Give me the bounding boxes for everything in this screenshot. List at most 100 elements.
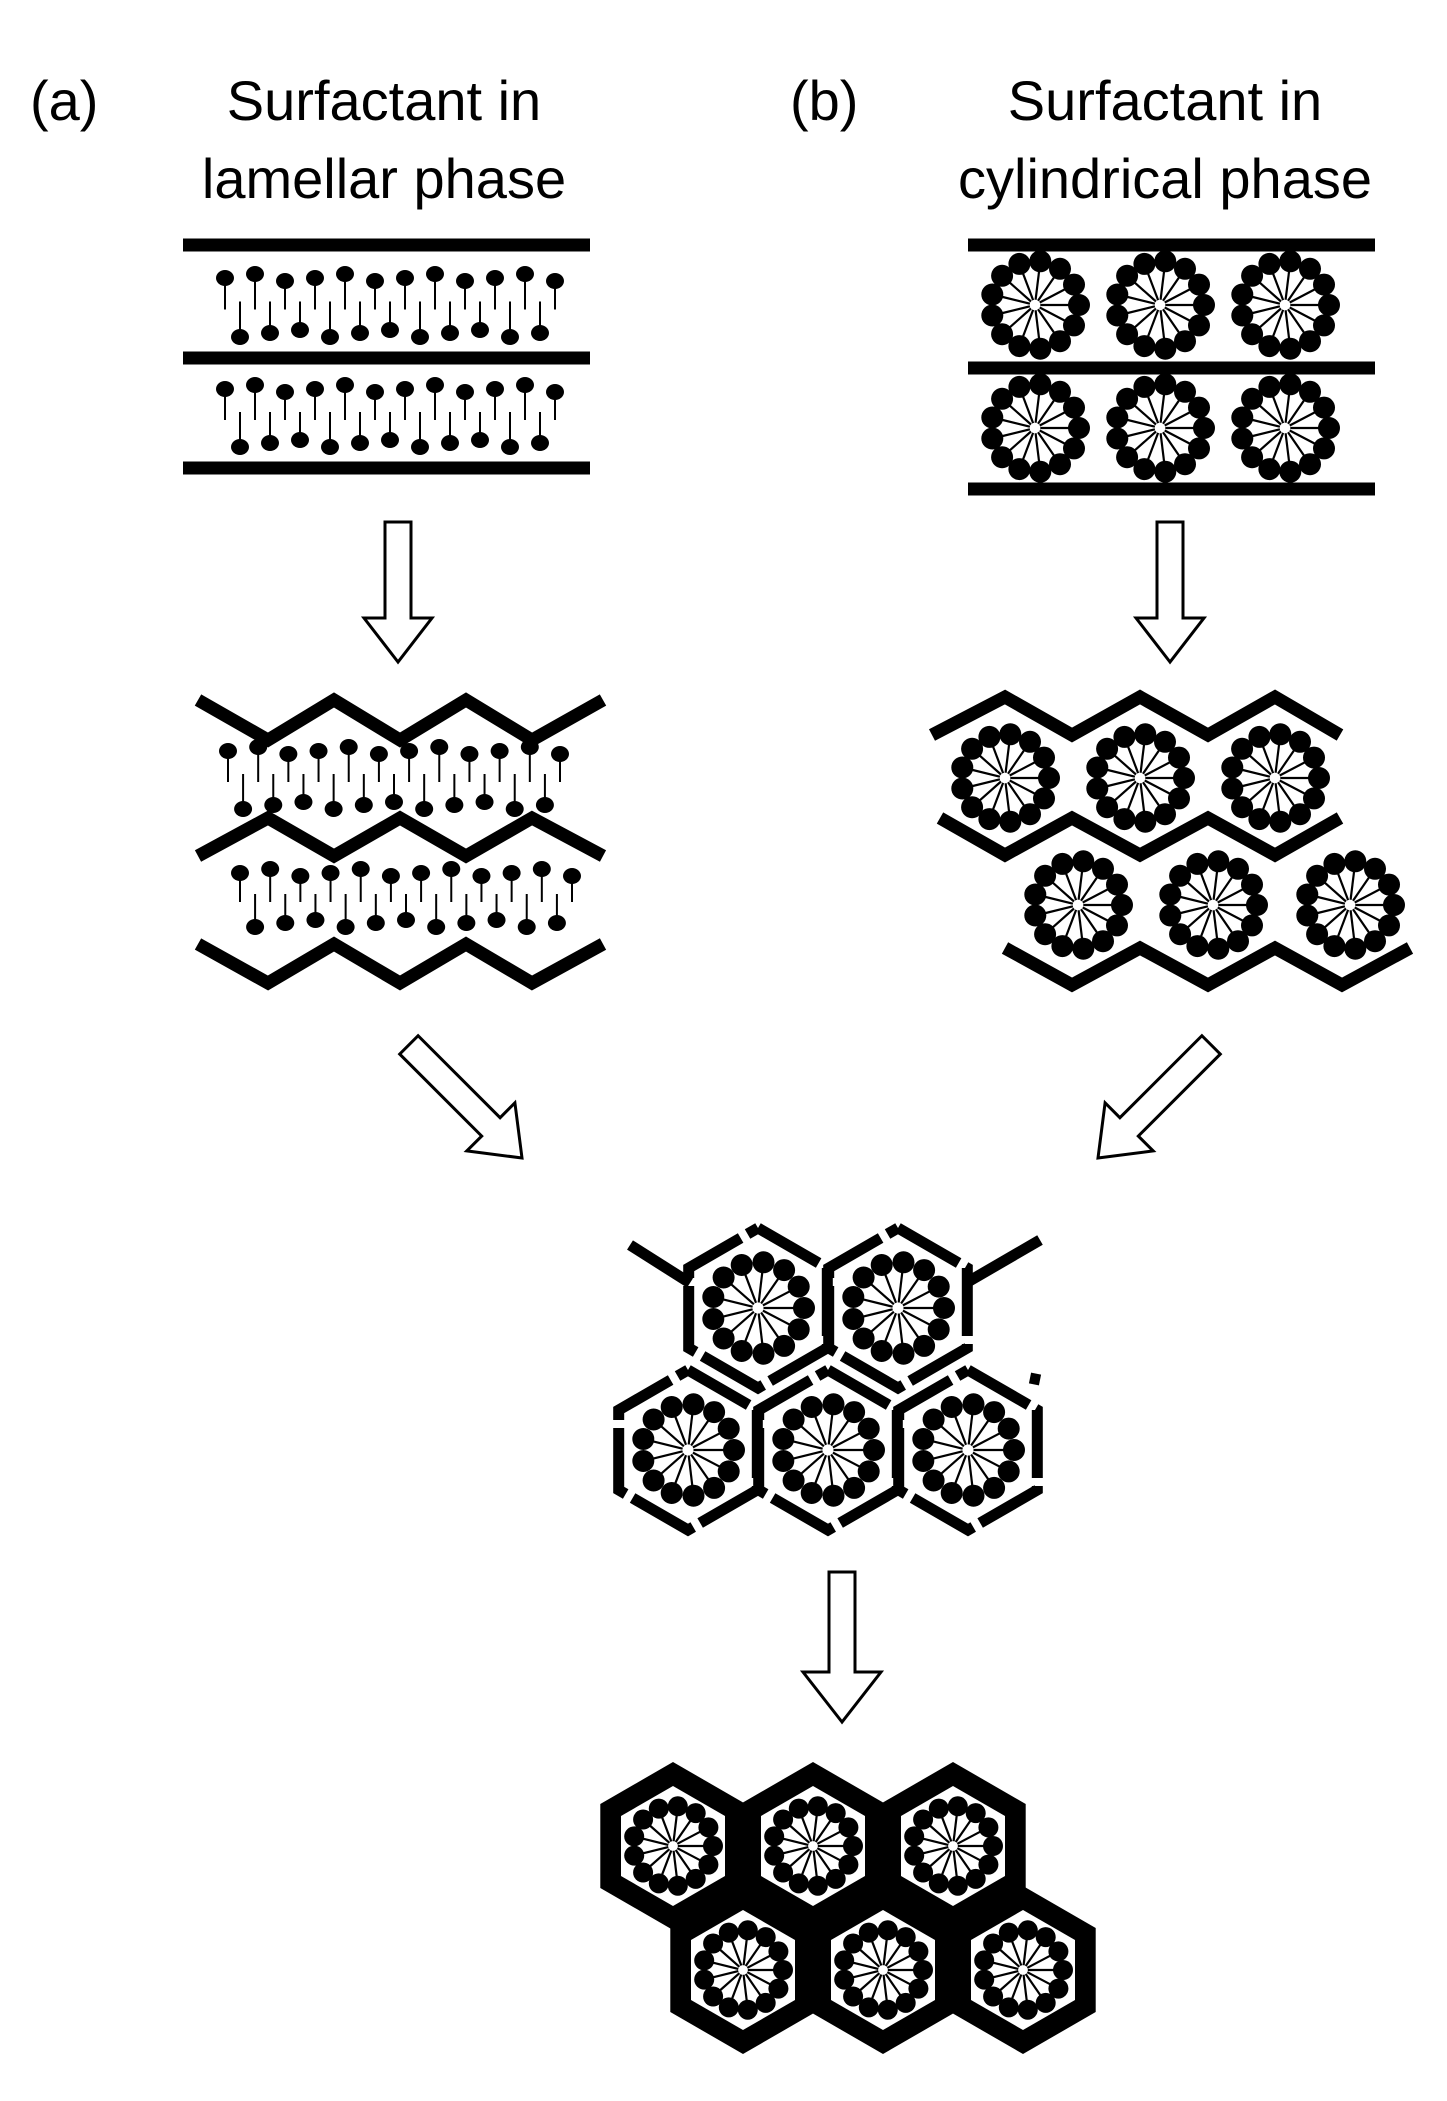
cylindrical-phase-stack bbox=[968, 238, 1375, 496]
surfactant-tail bbox=[744, 1941, 764, 1967]
surfactant-tail bbox=[727, 1310, 755, 1335]
surfactant-tail bbox=[832, 1451, 864, 1470]
surfactant-tail bbox=[1260, 742, 1275, 774]
surfactant-head bbox=[551, 746, 569, 762]
surfactant-tail bbox=[1279, 779, 1309, 797]
surfactant-tail bbox=[1335, 909, 1350, 941]
surfactant-head bbox=[933, 1297, 955, 1319]
surfactant-head bbox=[981, 427, 1004, 450]
surfactant-tail bbox=[884, 1941, 904, 1967]
surfactant-head bbox=[1193, 417, 1215, 439]
silica-zigzag-layer bbox=[194, 936, 607, 991]
surfactant-head bbox=[999, 723, 1022, 746]
surfactant-tail bbox=[687, 1410, 694, 1445]
surfactant-head bbox=[1313, 396, 1335, 419]
surfactant-head bbox=[857, 1460, 880, 1483]
surfactant-tail bbox=[1041, 894, 1074, 905]
surfactant-head bbox=[913, 1259, 936, 1282]
surfactant-head bbox=[773, 1862, 794, 1883]
surfactant-head bbox=[702, 1308, 725, 1330]
surfactant-head bbox=[336, 266, 354, 282]
surfactant-head bbox=[546, 273, 564, 289]
surfactant-head bbox=[755, 1927, 776, 1948]
surfactant-tail bbox=[882, 1936, 889, 1966]
surfactant-head bbox=[261, 325, 279, 341]
surfactant-head bbox=[1227, 857, 1249, 880]
surfactant-tail bbox=[779, 1846, 809, 1856]
surfactant-head bbox=[825, 1803, 846, 1824]
surfactant-tail bbox=[952, 1412, 968, 1446]
surfactant-head bbox=[892, 1251, 915, 1274]
surfactant-head bbox=[430, 739, 449, 755]
surfactant-head bbox=[1017, 1999, 1038, 2020]
surfactant-head bbox=[1313, 437, 1335, 460]
surfactant-head bbox=[1024, 883, 1047, 906]
surfactant-head bbox=[877, 1999, 898, 2020]
surfactant-tail bbox=[1164, 429, 1194, 447]
surfactant-tail bbox=[869, 1974, 883, 2003]
surfactant-tail bbox=[919, 1846, 949, 1856]
surfactant-head bbox=[752, 1342, 775, 1365]
surfactant-head bbox=[782, 1408, 805, 1431]
process-arrows bbox=[360, 520, 1223, 1725]
surfactant-head bbox=[928, 1798, 949, 1819]
surfactant-tail bbox=[1246, 752, 1272, 776]
surfactant-head bbox=[1169, 864, 1192, 887]
surfactant-head bbox=[904, 1845, 925, 1866]
surfactant-head bbox=[940, 1396, 963, 1418]
surfactant-tail bbox=[1145, 269, 1160, 301]
surfactant-tail bbox=[719, 1297, 753, 1308]
surfactant-head bbox=[1241, 323, 1264, 346]
surfactant-tail bbox=[996, 1972, 1021, 1994]
surfactant-head bbox=[1029, 460, 1052, 483]
surfactant-head bbox=[685, 1803, 706, 1824]
cylindrical-micelle bbox=[1086, 723, 1195, 833]
surfactant-tail bbox=[1125, 782, 1140, 814]
surfactant-head bbox=[978, 808, 1001, 831]
surfactant-tail bbox=[1063, 869, 1078, 901]
surfactant-head bbox=[472, 868, 491, 884]
surfactant-head bbox=[1308, 767, 1330, 789]
surfactant-tail bbox=[902, 1288, 934, 1307]
surfactant-tail bbox=[789, 1450, 823, 1461]
surfactant-head bbox=[773, 1960, 793, 1980]
cylindrical-micelle bbox=[694, 1920, 793, 2020]
surfactant-tail bbox=[746, 1953, 774, 1969]
surfactant-head bbox=[895, 1992, 916, 2013]
surfactant-tail bbox=[1080, 873, 1101, 902]
surfactant-head bbox=[843, 1401, 866, 1424]
surfactant-head bbox=[1029, 373, 1052, 396]
surfactant-head bbox=[490, 743, 509, 759]
surfactant-head bbox=[1051, 852, 1074, 875]
surfactant-tail bbox=[762, 1288, 794, 1307]
surfactant-head bbox=[1159, 883, 1182, 906]
surfactant-tail bbox=[1034, 310, 1041, 343]
surfactant-tail bbox=[1006, 307, 1032, 331]
surfactant-head bbox=[366, 384, 384, 400]
surfactant-tail bbox=[729, 1974, 743, 2003]
surfactant-tail bbox=[1022, 1974, 1029, 2004]
surfactant-head bbox=[547, 915, 566, 931]
surfactant-head bbox=[1053, 1960, 1073, 1980]
surfactant-head bbox=[306, 381, 324, 397]
surfactant-head bbox=[1134, 810, 1157, 833]
surfactant-head bbox=[895, 1927, 916, 1948]
surfactant-head bbox=[1116, 323, 1139, 346]
surfactant-tail bbox=[1287, 396, 1308, 425]
surfactant-tail bbox=[1142, 781, 1163, 810]
surfactant-tail bbox=[716, 1972, 741, 1994]
surfactant-head bbox=[1299, 257, 1321, 280]
surfactant-tail bbox=[1260, 782, 1275, 814]
surfactant-head bbox=[997, 1417, 1020, 1440]
surfactant-head bbox=[1034, 923, 1057, 946]
surfactant-head bbox=[532, 861, 551, 877]
surfactant-head bbox=[291, 432, 309, 448]
surfactant-head bbox=[1306, 923, 1329, 946]
surfactant-tail bbox=[1352, 873, 1373, 902]
surfactant-tail bbox=[1287, 273, 1308, 302]
surfactant-tail bbox=[1125, 742, 1140, 774]
surfactant-head bbox=[1008, 335, 1031, 358]
surfactant-tail bbox=[1020, 269, 1035, 301]
surfactant-head bbox=[755, 1992, 776, 2013]
